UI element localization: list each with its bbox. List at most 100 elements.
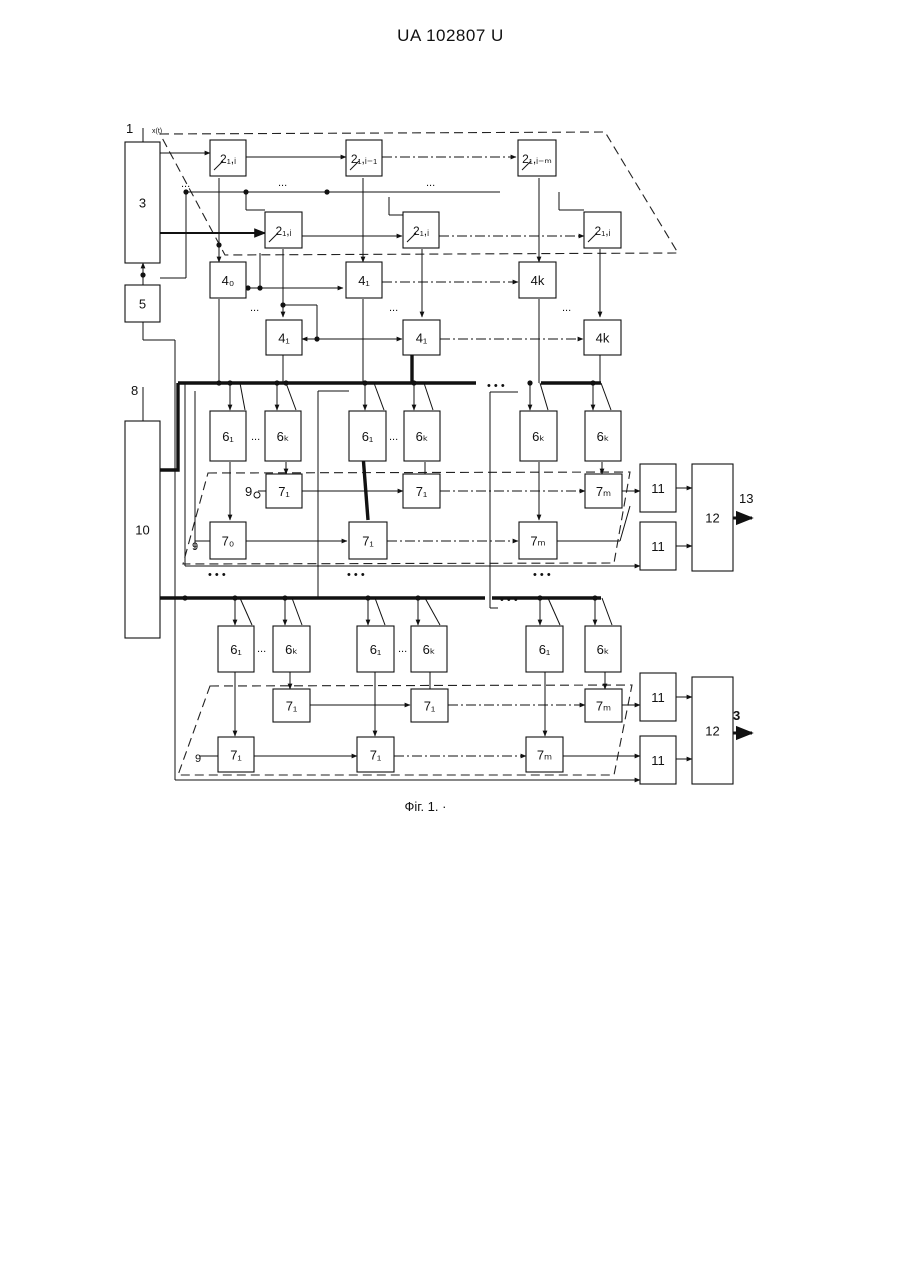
block-label: 7₁ — [278, 484, 290, 499]
block-r6-1-34: 6₁ — [526, 626, 563, 672]
label-9-bottom: 9 — [195, 753, 201, 765]
block-r4-k-14: 4k — [584, 320, 621, 355]
block-label: 11 — [651, 481, 665, 496]
label-13-bottom: 3 — [733, 708, 740, 723]
dots-3: • • • — [533, 569, 551, 581]
block-b3-0: 3 — [125, 142, 160, 263]
block-label: 4₁ — [416, 331, 428, 346]
block-r4-k-11: 4k — [519, 262, 556, 298]
ellipsis-1: ... — [181, 178, 190, 190]
block-b10-2: 10 — [125, 421, 160, 638]
block-r7-m-23: 7ₘ — [585, 474, 622, 508]
block-b11-42: 11 — [640, 673, 676, 721]
block-b12-29: 12 — [692, 464, 733, 571]
block-r7-1-40: 7₁ — [357, 737, 394, 772]
buses — [160, 353, 601, 598]
block-r2-3-5: 2₁,ᵢ₋ₘ — [518, 140, 556, 176]
block-label: 11 — [651, 753, 665, 768]
block-label: 6₁ — [370, 642, 382, 657]
block-label: 4k — [596, 331, 610, 346]
block-label: 12 — [705, 724, 719, 739]
block-label: 7₁ — [286, 699, 298, 714]
figure-caption: Фіг. 1. · — [0, 799, 851, 814]
block-label: 7₁ — [370, 748, 382, 763]
block-b12-44: 12 — [692, 677, 733, 784]
block-label: 6₁ — [539, 642, 551, 657]
block-label: 6ₖ — [597, 642, 610, 657]
block-label: 6₁ — [222, 429, 234, 444]
ellipsis-3: ... — [426, 177, 435, 189]
block-label: 6ₖ — [416, 429, 429, 444]
block-b11-43: 11 — [640, 736, 676, 784]
ellipsis-6: ... — [562, 302, 571, 314]
ellipsis-10: ... — [398, 643, 407, 655]
label-1: 1 — [126, 121, 133, 136]
dots-1: • • • — [208, 569, 226, 581]
block-r6-k-31: 6ₖ — [273, 626, 310, 672]
ellipsis-8: ... — [389, 431, 398, 443]
blocks: 3 5 10 2₁,ᵢ 2₁,ᵢ₋₁ 2₁,ᵢ₋ₘ 2₁,ᵢ 2₁,ᵢ 2₁,ᵢ 4₀ 4₁ 4k 4₁… — [125, 140, 733, 784]
dots-4: • • • — [487, 380, 505, 392]
block-label: 2₁,ᵢ — [220, 152, 236, 166]
block-r2-5-7: 2₁,ᵢ — [403, 212, 439, 248]
block-label: 7₁ — [230, 748, 242, 763]
label-8: 8 — [131, 383, 138, 398]
block-r7-1-21: 7₁ — [266, 474, 302, 508]
block-r6-1-30: 6₁ — [218, 626, 254, 672]
block-label: 11 — [651, 690, 665, 705]
block-r7-1-25: 7₁ — [349, 522, 387, 559]
block-r6-k-33: 6ₖ — [411, 626, 447, 672]
block-r6-k-35: 6ₖ — [585, 626, 621, 672]
block-r4-1-10: 4₁ — [346, 262, 382, 298]
block-r2-6-8: 2₁,ᵢ — [584, 212, 621, 248]
block-label: 2₁,ᵢ — [276, 224, 292, 238]
block-r2-2-4: 2₁,ᵢ₋₁ — [346, 140, 382, 176]
ellipsis-9: ... — [257, 643, 266, 655]
block-label: 5 — [139, 297, 146, 312]
block-label: 2₁,ᵢ — [595, 224, 611, 238]
block-label: 2₁,ᵢ — [413, 224, 429, 238]
block-label: 4k — [531, 273, 545, 288]
label-13: 13 — [739, 491, 753, 506]
block-r4-0-9: 4₀ — [210, 262, 246, 298]
dots-2: • • • — [347, 569, 365, 581]
block-label: 4₁ — [278, 331, 290, 346]
block-r2-1-3: 2₁,ᵢ — [210, 140, 246, 176]
block-r6-1-32: 6₁ — [357, 626, 394, 672]
block-label: 6₁ — [230, 642, 242, 657]
ellipsis-2: ... — [278, 177, 287, 189]
ellipsis-5: ... — [389, 302, 398, 314]
block-r7-1-39: 7₁ — [218, 737, 254, 772]
block-r7-m-38: 7ₘ — [585, 689, 622, 722]
block-r7-m-26: 7ₘ — [519, 522, 557, 559]
block-label: 12 — [705, 511, 719, 526]
dots-5: • • • — [500, 594, 518, 606]
block-r6-k-16: 6ₖ — [265, 411, 301, 461]
block-r6-1-17: 6₁ — [349, 411, 386, 461]
block-r6-k-19: 6ₖ — [520, 411, 557, 461]
block-r7-0-24: 7₀ — [210, 522, 246, 559]
ellipsis-7: ... — [251, 431, 260, 443]
block-label: 7₁ — [424, 699, 436, 714]
block-b11-28: 11 — [640, 522, 676, 570]
block-label: 11 — [651, 539, 665, 554]
block-label: 7ₘ — [596, 484, 611, 499]
block-label: 3 — [139, 196, 146, 211]
block-r6-1-15: 6₁ — [210, 411, 246, 461]
block-label: 7₀ — [222, 534, 235, 549]
block-label: 7₁ — [362, 534, 374, 549]
block-r2-4-6: 2₁,ᵢ — [265, 212, 302, 248]
block-label: 6ₖ — [277, 429, 290, 444]
label-9-mid: 9 — [192, 541, 198, 553]
block-label: 2₁,ᵢ₋₁ — [351, 152, 377, 166]
label-9-top: 9 — [245, 484, 252, 499]
block-label: 7₁ — [416, 484, 428, 499]
block-label: 6ₖ — [532, 429, 545, 444]
block-r7-m-41: 7ₘ — [526, 737, 563, 772]
input-terminal-9 — [254, 492, 260, 498]
block-label: 10 — [135, 523, 149, 538]
block-label: 6ₖ — [423, 642, 436, 657]
block-b11-27: 11 — [640, 464, 676, 512]
block-label: 7ₘ — [596, 699, 611, 714]
